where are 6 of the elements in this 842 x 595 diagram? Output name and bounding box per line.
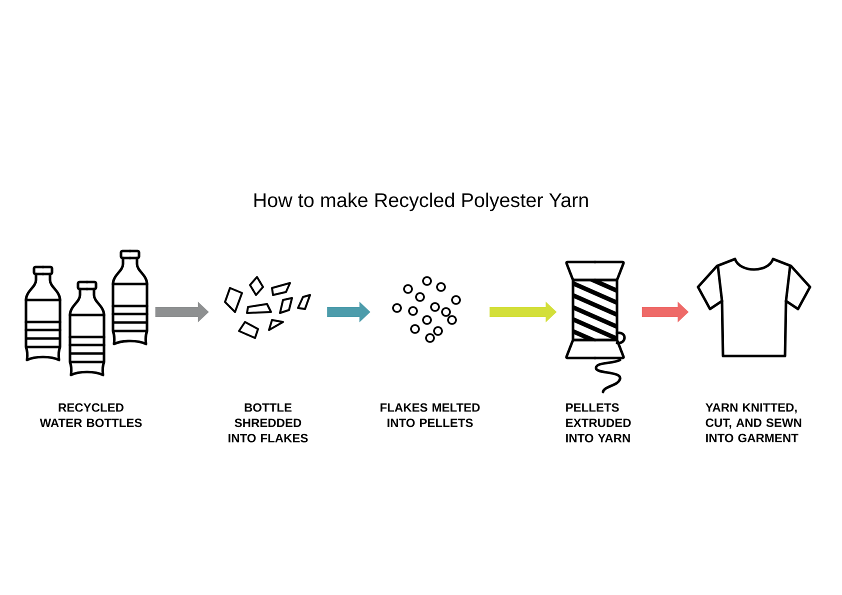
step-caption: PELLETS EXTRUDED INTO YARN [566,403,631,442]
title: How to make Recycled Polyester Yarn [254,192,588,212]
step-caption: BOTTLE SHREDDED INTO FLAKES [228,403,308,442]
step-caption: FLAKES MELTED INTO PELLETS [380,403,480,428]
step-caption: RECYCLED WATER BOTTLES [40,403,142,428]
step-caption: YARN KNITTED, CUT, AND SEWN INTO GARMENT [706,403,802,442]
